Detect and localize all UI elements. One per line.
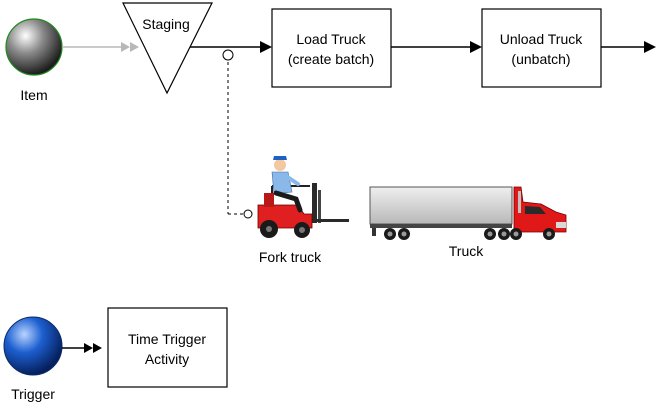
unload-truck-title: Unload Truck: [500, 31, 583, 47]
trigger-to-activity-connector[interactable]: [62, 343, 102, 353]
resource-link-connector[interactable]: [222, 49, 253, 219]
unload-truck-subtitle: (unbatch): [511, 51, 570, 67]
item-to-staging-connector[interactable]: [62, 42, 139, 52]
fork-truck-resource[interactable]: Fork truck: [257, 156, 349, 265]
staging-queue[interactable]: Staging: [122, 2, 213, 95]
trigger-node[interactable]: Trigger: [3, 316, 63, 402]
load-truck-title: Load Truck: [296, 31, 366, 47]
load-truck-subtitle: (create batch): [288, 51, 374, 67]
item-sphere: [5, 18, 63, 76]
item-label: Item: [20, 87, 47, 103]
load-to-unload-connector[interactable]: [391, 41, 482, 53]
staging-triangle: [122, 2, 213, 95]
load-truck-box: [271, 8, 392, 88]
time-trigger-subtitle: Activity: [145, 351, 189, 367]
item-node[interactable]: Item: [5, 18, 63, 103]
semi-truck-icon: [369, 186, 567, 240]
truck-label: Truck: [449, 243, 484, 259]
staging-label: Staging: [142, 16, 189, 32]
trigger-label: Trigger: [11, 386, 55, 402]
time-trigger-activity[interactable]: Time Trigger Activity: [107, 307, 228, 388]
fork-truck-label: Fork truck: [259, 249, 322, 265]
time-trigger-box: [107, 307, 228, 388]
unload-truck-box: [481, 8, 602, 88]
time-trigger-title: Time Trigger: [128, 331, 206, 347]
trigger-sphere: [3, 316, 63, 376]
forklift-icon: [257, 156, 349, 238]
exit-connector[interactable]: [601, 41, 656, 53]
load-truck-activity[interactable]: Load Truck (create batch): [271, 8, 392, 88]
truck-resource[interactable]: Truck: [369, 186, 567, 259]
unload-truck-activity[interactable]: Unload Truck (unbatch): [481, 8, 602, 88]
staging-to-load-connector[interactable]: [190, 41, 272, 53]
